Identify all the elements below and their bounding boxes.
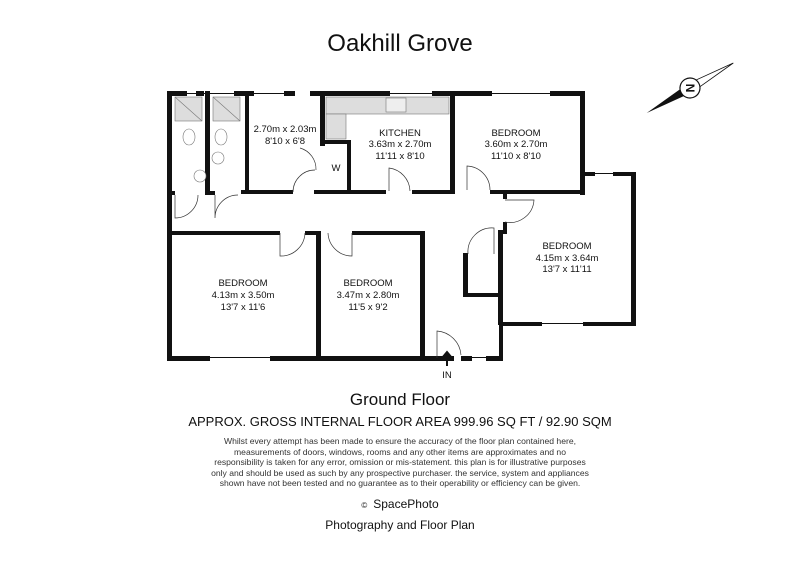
property-title: Oakhill Grove: [327, 30, 473, 57]
disclaimer-line: responsibility is taken for any error, o…: [214, 457, 586, 468]
floor-area: APPROX. GROSS INTERNAL FLOOR AREA 999.96…: [188, 414, 612, 429]
svg-text:N: N: [684, 84, 698, 93]
svg-text:IN: IN: [442, 370, 452, 381]
svg-text:BEDROOM: BEDROOM: [218, 278, 267, 289]
svg-text:11'10 x 8'10: 11'10 x 8'10: [491, 151, 541, 162]
tagline: Photography and Floor Plan: [325, 518, 475, 532]
disclaimer-line: only and should be used as such by any p…: [211, 467, 589, 478]
svg-text:BEDROOM: BEDROOM: [343, 278, 392, 289]
svg-text:BEDROOM: BEDROOM: [491, 128, 540, 139]
svg-text:4.13m x 3.50m: 4.13m x 3.50m: [212, 290, 275, 301]
disclaimer-line: shown have not been tested and no guaran…: [219, 478, 581, 489]
entrance-marker: IN: [439, 350, 455, 381]
svg-text:2.70m x 2.03m: 2.70m x 2.03m: [254, 124, 317, 135]
disclaimer: Whilst every attempt has been made to en…: [0, 436, 800, 489]
svg-text:8'10 x 6'8: 8'10 x 6'8: [265, 136, 305, 147]
door-swings: [174, 147, 535, 358]
svg-text:13'7 x 11'11: 13'7 x 11'11: [542, 264, 591, 275]
wardrobe-label: W: [332, 163, 341, 174]
copyright: © SpacePhoto: [0, 497, 800, 511]
disclaimer-line: Whilst every attempt has been made to en…: [223, 436, 577, 446]
brand-name: SpacePhoto: [373, 497, 439, 511]
fixtures: [174, 96, 450, 183]
compass-icon: N: [646, 62, 734, 113]
svg-text:11'11 x 8'10: 11'11 x 8'10: [375, 151, 424, 162]
copyright-icon: ©: [361, 501, 368, 510]
svg-text:11'5 x 9'2: 11'5 x 9'2: [348, 302, 387, 313]
svg-text:3.63m x 2.70m: 3.63m x 2.70m: [369, 139, 432, 150]
disclaimer-line: measurements of doors, windows, rooms an…: [234, 446, 566, 457]
floor-name: Ground Floor: [349, 390, 451, 409]
svg-text:3.47m x 2.80m: 3.47m x 2.80m: [337, 290, 400, 301]
svg-text:4.15m x 3.64m: 4.15m x 3.64m: [536, 253, 599, 264]
svg-text:3.60m x 2.70m: 3.60m x 2.70m: [485, 139, 548, 150]
svg-text:13'7 x 11'6: 13'7 x 11'6: [221, 302, 266, 313]
svg-text:BEDROOM: BEDROOM: [542, 241, 591, 252]
walls: [167, 91, 636, 361]
svg-text:KITCHEN: KITCHEN: [379, 128, 421, 139]
